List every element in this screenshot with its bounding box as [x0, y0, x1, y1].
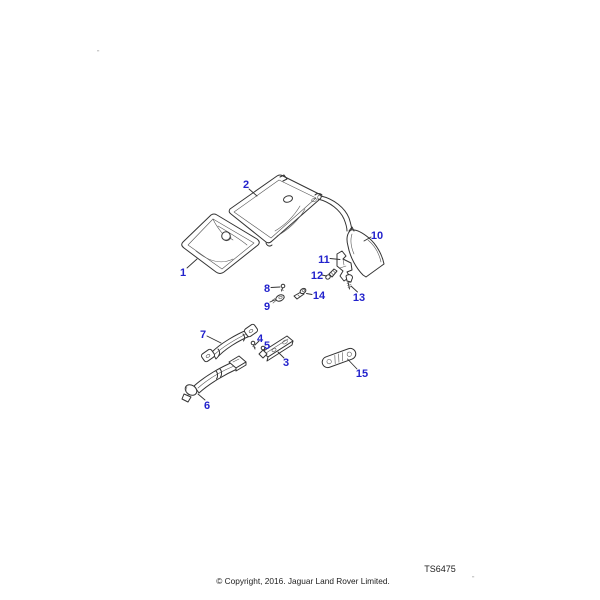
callout-13: 13 [353, 292, 365, 304]
part-9-clip [271, 294, 285, 304]
leader-line [329, 258, 341, 260]
leader-line [270, 286, 281, 288]
callout-5: 5 [264, 340, 270, 352]
leader-line [277, 351, 285, 359]
part-11-bracket [336, 250, 353, 282]
leader-line [206, 335, 222, 344]
part-10-quarter-trim-panel [346, 226, 385, 278]
callout-7: 7 [200, 329, 206, 341]
leader-line [347, 358, 358, 370]
part-7-grab-handle [200, 323, 259, 363]
callout-1: 1 [180, 267, 186, 279]
leader-line [321, 274, 327, 277]
print-speck [97, 50, 100, 52]
leader-line [269, 299, 277, 303]
callout-8: 8 [264, 283, 270, 295]
part-8-screw [280, 283, 286, 292]
callout-12: 12 [311, 270, 323, 282]
callout-3: 3 [283, 357, 289, 369]
part-3-bracket [258, 335, 294, 362]
print-speck [472, 576, 475, 578]
part-2-headlining-rear-panel [228, 174, 323, 247]
callout-10: 10 [371, 230, 383, 242]
callout-9: 9 [264, 301, 270, 313]
part-15-strap-bracket [321, 347, 357, 369]
leader-line [263, 346, 266, 352]
leader-line [248, 188, 258, 197]
leader-line [306, 293, 313, 295]
part-4-screw [250, 340, 256, 350]
callout-11: 11 [318, 254, 330, 266]
callout-labels: 1 2 3 4 5 6 7 8 9 10 11 12 13 14 15 [180, 179, 383, 412]
callout-15: 15 [356, 368, 368, 380]
leader-line [350, 285, 358, 293]
part-12-screw [325, 268, 338, 280]
drawing-number: TS6475 [424, 564, 456, 574]
leader-line [254, 340, 260, 346]
callout-6: 6 [204, 400, 210, 412]
callout-2: 2 [243, 179, 249, 191]
leader-line [186, 258, 198, 269]
part-1-headlining-front-panel [181, 213, 260, 274]
part-14-clip [293, 287, 307, 300]
part-6-grab-handle [181, 355, 247, 403]
leader-lines [186, 188, 372, 401]
headlining-edge-guide-lines [317, 194, 353, 234]
callout-14: 14 [313, 290, 326, 302]
leader-line [197, 393, 206, 401]
copyright-text: © Copyright, 2016. Jaguar Land Rover Lim… [216, 576, 390, 586]
callout-4: 4 [257, 333, 264, 345]
part-13-screw [345, 274, 353, 290]
leader-line [363, 236, 372, 242]
